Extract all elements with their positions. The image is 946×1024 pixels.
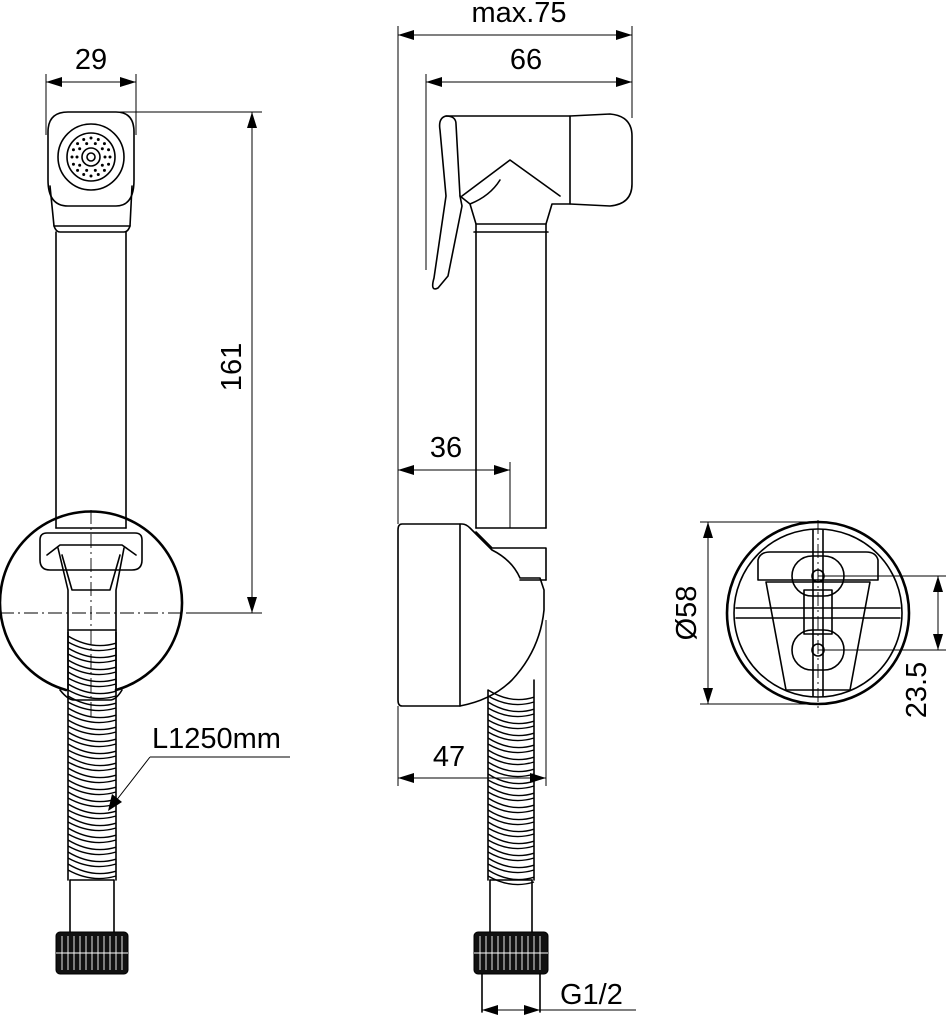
hose-front [67, 631, 117, 933]
front-view: 29 161 L1250mm [0, 44, 290, 975]
handle-tube-front [55, 231, 127, 529]
handle-tube-side [475, 231, 547, 529]
spray-head-front [47, 111, 135, 233]
knurling [474, 936, 548, 970]
hose-nut-side [473, 931, 549, 1013]
dim-holder-depth: 47 [397, 620, 547, 786]
nozzle-holes [70, 136, 112, 178]
dim-max-width: max.75 [397, 0, 633, 524]
dim-hose-length: L1250mm [108, 723, 290, 811]
dim-holder-diameter: Ø58 [671, 521, 818, 705]
dim-hole-spacing: 23.5 [818, 575, 946, 718]
total-height-label: 161 [216, 343, 248, 391]
hole-spacing-label: 23.5 [901, 662, 933, 718]
max-width-label: max.75 [471, 0, 566, 29]
dim-front-width: 29 [45, 44, 137, 135]
hose-coils [67, 635, 117, 880]
holder-depth-label: 47 [433, 741, 465, 773]
hose-length-label: L1250mm [152, 723, 281, 755]
hose-side [487, 679, 535, 933]
wall-holder-view: Ø58 23.5 [671, 520, 946, 718]
hose-coils [487, 689, 535, 886]
wall-holder-side [397, 523, 547, 707]
holder-offset-label: 36 [430, 432, 462, 464]
knurling [56, 936, 128, 970]
dim-holder-offset: 36 [398, 432, 511, 528]
thread-label: G1/2 [560, 979, 623, 1011]
side-view: max.75 66 36 47 [397, 0, 636, 1015]
hose-nut-front [55, 931, 129, 975]
front-width-label: 29 [75, 44, 107, 76]
spray-head-side [431, 113, 633, 290]
wall-holder-front [0, 510, 186, 720]
holder-diameter-label: Ø58 [671, 586, 703, 641]
head-width-label: 66 [510, 44, 542, 76]
dim-head-width: 66 [425, 44, 632, 270]
dim-total-height: 161 [112, 111, 262, 614]
dim-thread: G1/2 [482, 979, 636, 1015]
